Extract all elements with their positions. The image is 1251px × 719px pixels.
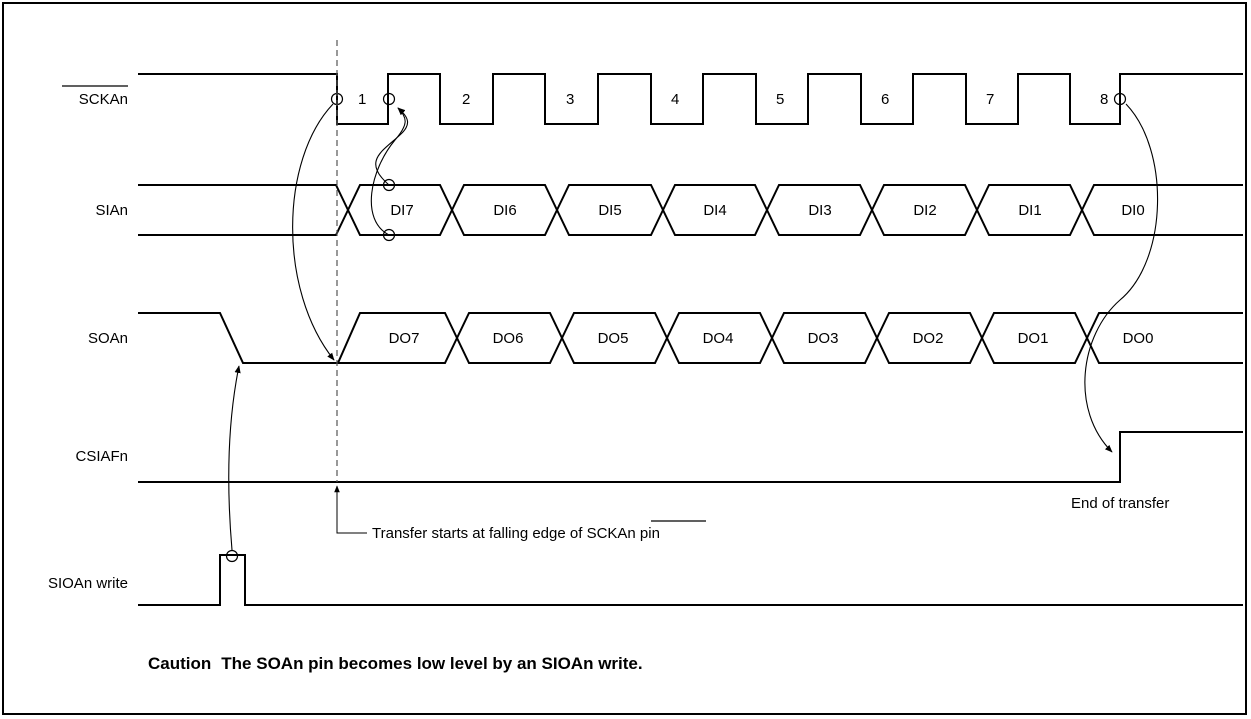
sck-waveform	[138, 73, 1243, 125]
csiaf-label: CSIAFn	[75, 448, 128, 465]
si-bit: DI3	[808, 202, 831, 219]
si-waveform	[138, 184, 1243, 236]
sck-to-csiaf-arrow	[1084, 103, 1159, 453]
si-label: SIAn	[95, 202, 128, 219]
so-bit: DO1	[1018, 330, 1049, 347]
clock-number: 7	[986, 91, 994, 108]
si-to-sck-arrow	[370, 107, 406, 236]
si-bit: DI0	[1121, 202, 1144, 219]
so-bit: DO2	[913, 330, 944, 347]
transfer-start-suffix: pin	[636, 525, 660, 542]
caution-label: Caution	[148, 654, 212, 673]
sck-to-si-arrow	[375, 107, 409, 186]
transfer-start-signal: SCKAn	[587, 525, 636, 542]
clock-numbers: 1 2 3 4 5 6 7 8	[358, 91, 1108, 108]
so-bit: DO0	[1123, 330, 1154, 347]
transfer-start-text: Transfer starts at falling edge of SCKAn…	[372, 525, 660, 542]
caution-note: Caution The SOAn pin becomes low level by…	[148, 654, 643, 674]
so-bit: DO4	[703, 330, 734, 347]
so-bit: DO5	[598, 330, 629, 347]
si-bit: DI1	[1018, 202, 1041, 219]
sioa-to-so-arrow	[228, 365, 241, 551]
si-bit: DI5	[598, 202, 621, 219]
so-waveform	[138, 312, 1243, 364]
clock-number: 2	[462, 91, 470, 108]
clock-number: 1	[358, 91, 366, 108]
csiaf-waveform	[138, 431, 1243, 483]
si-bit: DI2	[913, 202, 936, 219]
end-of-transfer-text: End of transfer	[1071, 495, 1169, 512]
clock-number: 6	[881, 91, 889, 108]
si-sample-marker	[382, 178, 396, 192]
sioa-write-label: SIOAn write	[48, 575, 128, 592]
transfer-start-prefix: Transfer starts at falling edge of	[372, 525, 587, 542]
so-bit: DO7	[389, 330, 420, 347]
so-bit: DO3	[808, 330, 839, 347]
si-bit: DI7	[390, 202, 413, 219]
caution-text: The SOAn pin becomes low level by an SIO…	[221, 654, 643, 673]
clock-number: 8	[1100, 91, 1108, 108]
clock-number: 3	[566, 91, 574, 108]
sioa-write-waveform	[138, 554, 1243, 606]
so-bits: DO7 DO6 DO5 DO4 DO3 DO2 DO1 DO0	[389, 330, 1154, 347]
so-bit: DO6	[493, 330, 524, 347]
sck-label: SCKAn	[79, 91, 128, 108]
si-bit: DI6	[493, 202, 516, 219]
sioa-write-marker	[225, 549, 239, 563]
si-sample-marker	[382, 228, 396, 242]
sck-edge-marker	[382, 92, 396, 106]
si-bit: DI4	[703, 202, 726, 219]
clock-number: 4	[671, 91, 679, 108]
so-label: SOAn	[88, 330, 128, 347]
sck-edge-marker	[1113, 92, 1127, 106]
si-bits: DI7 DI6 DI5 DI4 DI3 DI2 DI1 DI0	[390, 202, 1144, 219]
transfer-start-leader	[336, 520, 367, 534]
clock-number: 5	[776, 91, 784, 108]
sck-to-so-arrow	[292, 103, 335, 361]
